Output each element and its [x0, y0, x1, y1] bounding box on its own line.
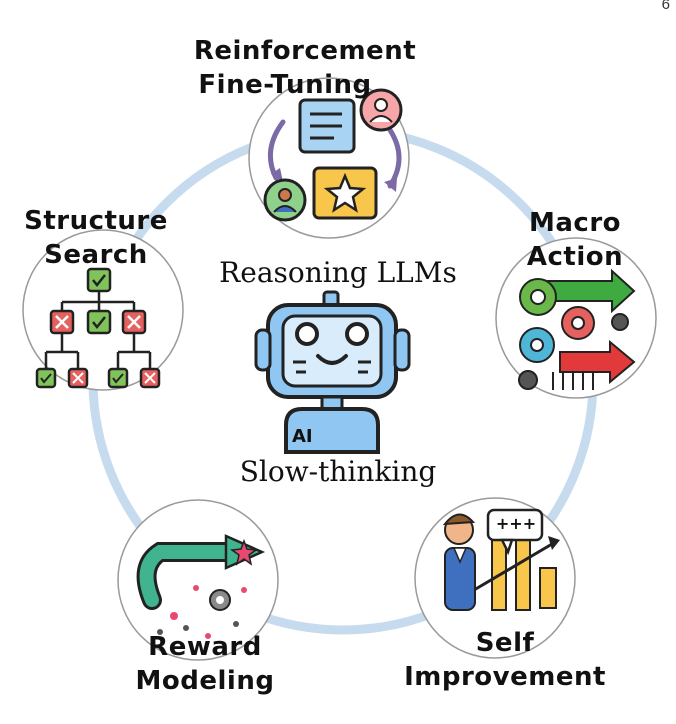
node-rft-label: Reinforcement Fine-Tuning — [170, 34, 440, 102]
tree-nodes — [35, 267, 161, 389]
node-self-line1: Self — [475, 628, 535, 658]
node-rft-line1: Reinforcement — [193, 36, 417, 66]
node-reward-line1: Reward — [148, 632, 262, 662]
node-macro-line2: Action — [526, 242, 624, 272]
reward-path-icon — [136, 534, 266, 639]
node-self-label: Self Improvement — [400, 626, 610, 694]
node-structure-line2: Search — [44, 240, 148, 270]
node-structure-line1: Structure — [24, 206, 168, 236]
page-number: 6 — [661, 0, 670, 13]
gears-arrows-icon — [518, 268, 636, 390]
self-bubble-text: +++ — [495, 514, 537, 533]
center-title-bottom: Slow-thinking — [239, 455, 437, 488]
self-growth-icon — [442, 508, 560, 611]
node-structure-label: Structure Search — [6, 204, 186, 272]
node-rft-line2: Fine-Tuning — [198, 70, 372, 100]
center-title-top: Reasoning LLMs — [219, 256, 457, 289]
robot-badge-label: AI — [292, 426, 313, 447]
node-self-line2: Improvement — [404, 662, 606, 692]
node-macro-label: Macro Action — [500, 206, 650, 274]
rft-icon — [263, 88, 403, 222]
node-reward-line2: Modeling — [135, 666, 275, 696]
node-reward-label: Reward Modeling — [120, 630, 290, 698]
node-macro-line1: Macro — [528, 208, 621, 238]
robot-icon — [254, 290, 411, 454]
